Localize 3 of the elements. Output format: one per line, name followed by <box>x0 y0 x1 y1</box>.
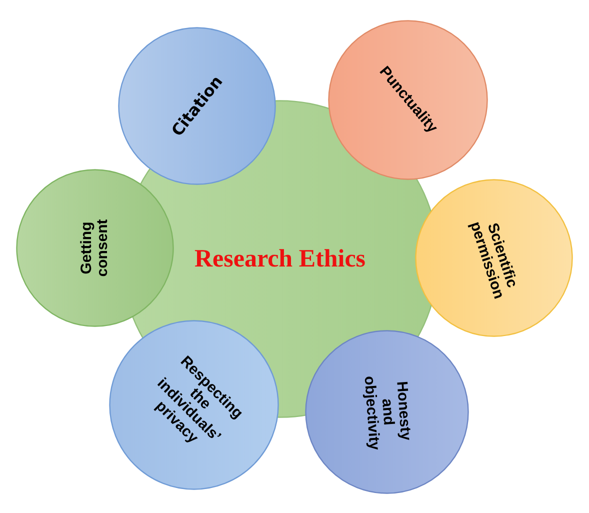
hub-title: Research Ethics <box>193 246 367 272</box>
topic-label: Honesty and objectivity <box>360 374 414 452</box>
topic-label: Getting consent <box>78 218 112 279</box>
